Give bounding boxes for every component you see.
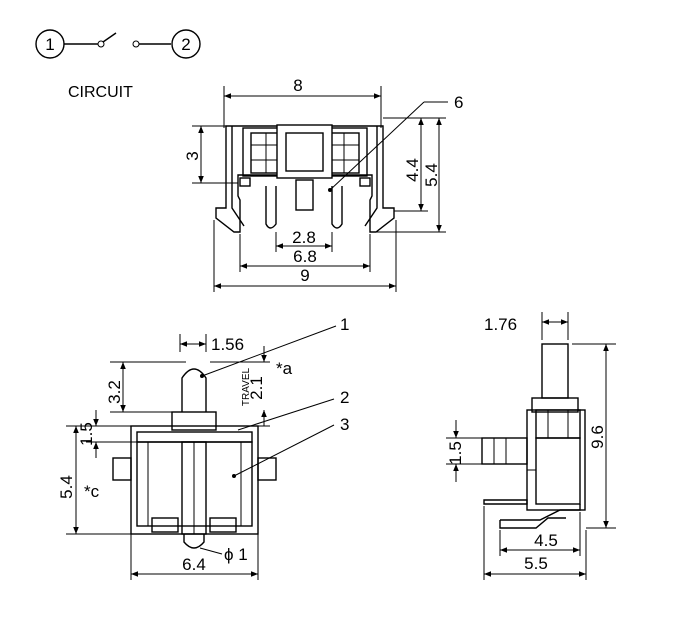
dim-plunger-offset: 1.56 xyxy=(211,335,244,354)
dim-inner-width: 6.8 xyxy=(293,247,317,266)
pin2-circle xyxy=(171,29,201,59)
dim-top-h1: 4.4 xyxy=(403,158,422,182)
dim-side-lead-span: 4.5 xyxy=(534,531,558,550)
dim-step: 1.5 xyxy=(77,422,96,446)
front-view: 1.56 1 2.1 TRAVEL *a 2 3 3.2 1.5 5.4 xyxy=(57,315,349,580)
dim-top-h2: 5.4 xyxy=(422,163,441,187)
dim-top-height: 3 xyxy=(183,151,202,160)
dim-plunger-height: 3.2 xyxy=(105,380,124,404)
front-leader-1: 1 xyxy=(340,315,349,334)
switch-contact xyxy=(102,32,117,43)
dim-side-total-height: 9.6 xyxy=(588,425,607,449)
dim-diameter: ϕ 1 xyxy=(224,545,248,564)
circuit-title: CIRCUIT xyxy=(68,84,133,101)
dim-pin-spacing: 2.8 xyxy=(292,228,316,247)
top-leader-label: 6 xyxy=(454,93,463,112)
dim-side-overall-width: 5.5 xyxy=(524,554,548,573)
front-leader-2: 2 xyxy=(340,388,349,407)
dim-body-width: 6.4 xyxy=(182,555,206,574)
circuit-symbol: 1 2 CIRCUIT xyxy=(35,29,201,101)
side-view: 1.76 9.6 1.5 4.5 5.5 xyxy=(446,312,616,580)
note-a: *a xyxy=(276,359,293,378)
dim-overall-width: 9 xyxy=(300,266,309,285)
note-c: *c xyxy=(84,482,100,501)
dim-side-plunger-width: 1.76 xyxy=(484,315,517,334)
dim-body-height: 5.4 xyxy=(57,475,76,499)
dim-travel: 2.1 xyxy=(247,376,266,400)
dim-top-width: 8 xyxy=(293,76,302,95)
top-plunger xyxy=(285,132,324,172)
top-view: 8 3 6 4.4 5.4 2.8 6.8 9 xyxy=(183,76,463,292)
travel-label: TRAVEL xyxy=(241,367,252,406)
dim-side-tab: 1.5 xyxy=(446,441,465,465)
circuit-pin2-label: 2 xyxy=(181,35,190,54)
front-leader-3: 3 xyxy=(340,415,349,434)
circuit-pin1-label: 1 xyxy=(45,35,54,54)
